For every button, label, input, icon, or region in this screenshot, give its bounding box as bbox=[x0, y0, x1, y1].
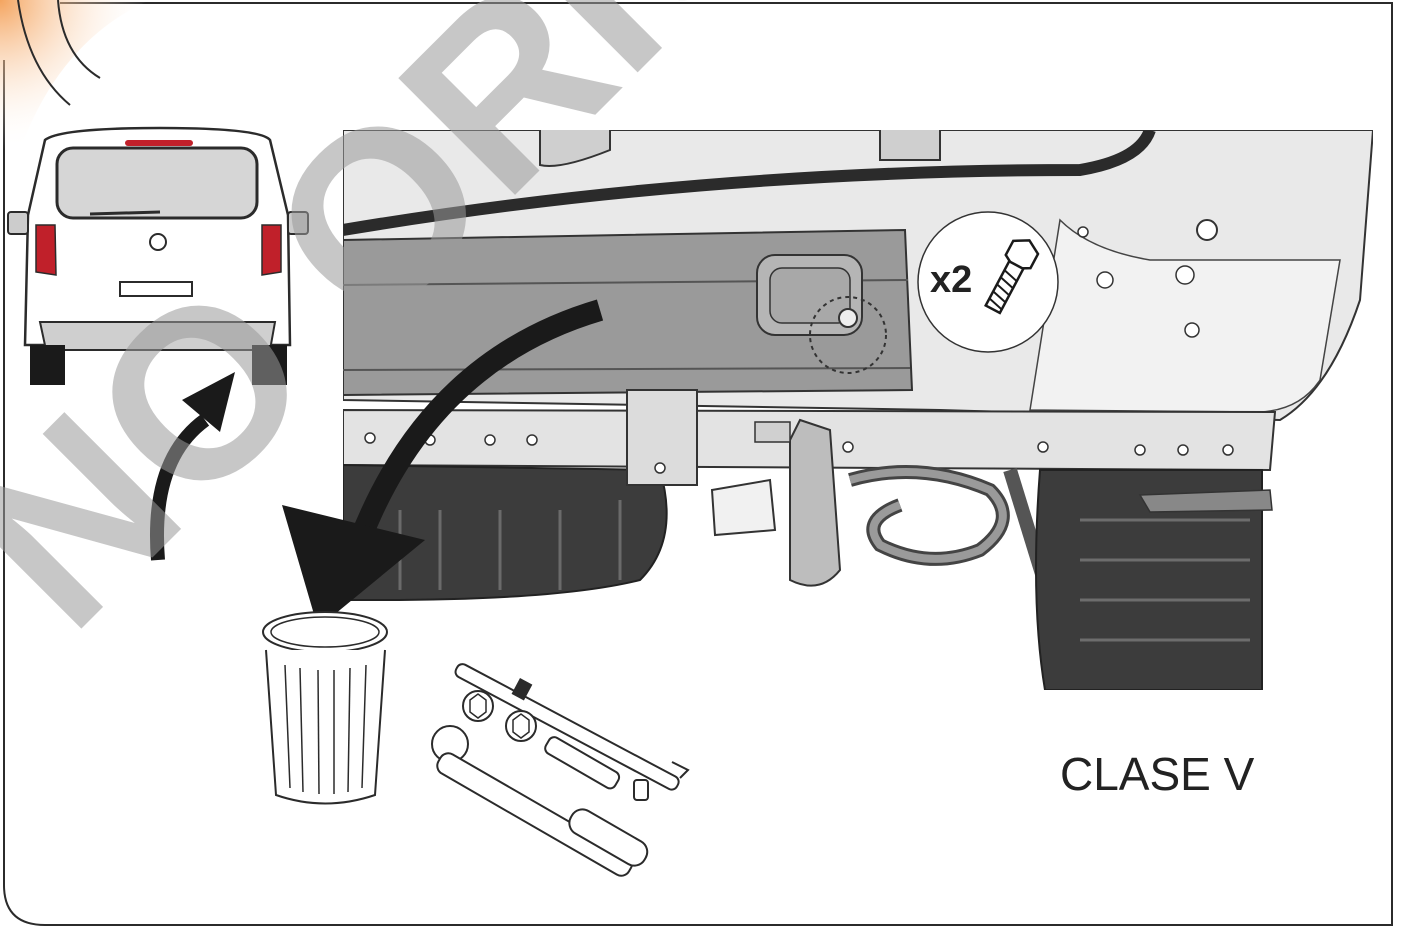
curved-arrow-icon bbox=[150, 372, 235, 561]
ratchet-icon bbox=[431, 725, 649, 877]
socket-icon bbox=[462, 690, 537, 742]
curved-arrow-icon bbox=[282, 299, 604, 628]
trash-bin-icon bbox=[262, 611, 388, 805]
bolt-callout: x2 bbox=[917, 211, 1059, 353]
bolt-icon bbox=[984, 239, 1040, 315]
socket-extension-icon bbox=[544, 736, 649, 801]
torque-wrench-icon bbox=[454, 663, 690, 791]
bolt-quantity-label: x2 bbox=[930, 259, 972, 301]
model-label: CLASE V bbox=[1060, 748, 1255, 800]
van-rear-icon bbox=[7, 126, 309, 385]
rear-underside-detail bbox=[343, 130, 1373, 690]
